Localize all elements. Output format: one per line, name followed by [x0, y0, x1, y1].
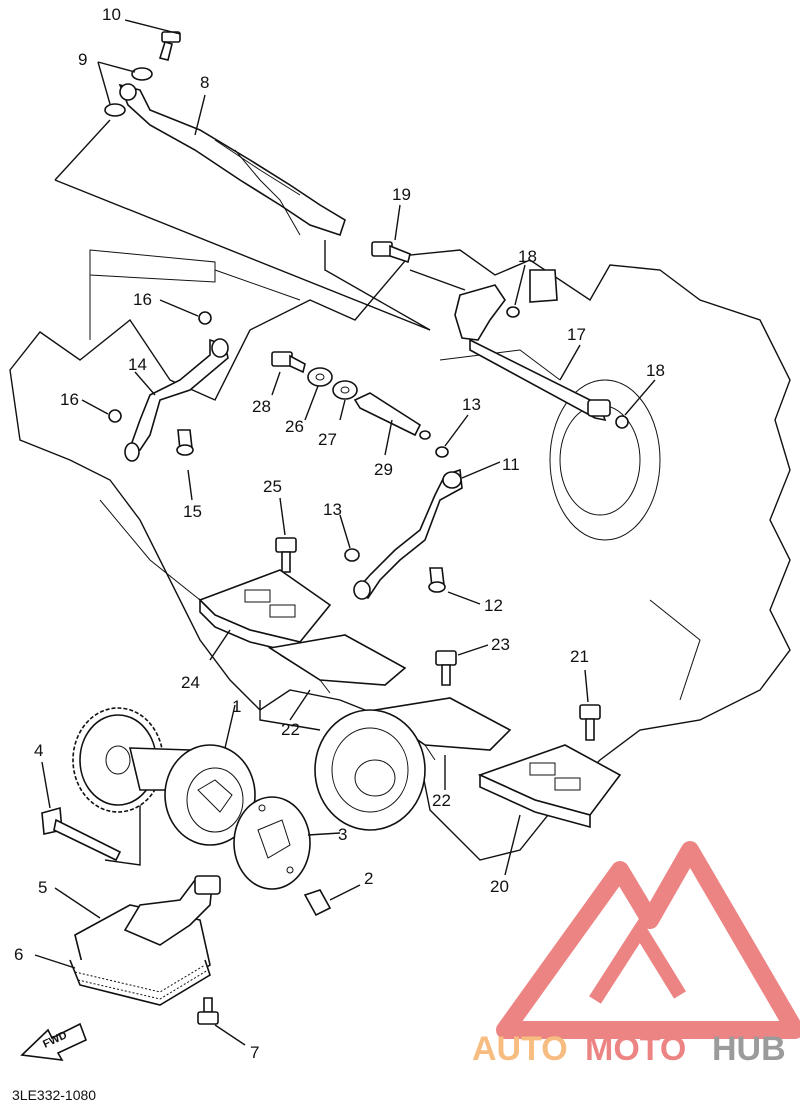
callout-1: 1 [232, 697, 241, 716]
callout-19: 19 [392, 185, 411, 204]
part-1-oil-pump [72, 704, 256, 846]
callout-23: 23 [491, 635, 510, 654]
callout-14: 14 [128, 355, 147, 374]
callout-16b: 16 [60, 390, 79, 409]
part-26-washer [304, 367, 333, 421]
part-16-plugs [81, 299, 212, 423]
part-4-bolt [41, 761, 122, 862]
watermark-moto: MOTO [585, 1030, 686, 1068]
callout-4: 4 [34, 741, 43, 760]
callout-15: 15 [183, 502, 202, 521]
callout-labels: 10 9 8 19 18 17 18 16 16 14 28 26 27 13 … [14, 5, 665, 1062]
callout-17: 17 [567, 325, 586, 344]
part-25-bolt [275, 497, 297, 573]
part-6-mesh [34, 954, 211, 1006]
callout-28: 28 [252, 397, 271, 416]
part-3-pump-cover [233, 796, 341, 890]
fwd-arrow-icon: FWD [20, 1022, 88, 1061]
crankcase-outline [9, 249, 791, 861]
callout-22b: 22 [432, 791, 451, 810]
part-17-rod [454, 269, 611, 422]
part-19-bolt [371, 204, 411, 264]
part-29-shaft [353, 392, 431, 456]
part-9-washers [97, 61, 153, 117]
callout-12: 12 [484, 596, 503, 615]
callout-10: 10 [102, 5, 121, 24]
part-23-bolt [435, 644, 489, 686]
part-18-orings [506, 264, 656, 429]
callout-3: 3 [338, 825, 347, 844]
watermark-logo: AUTO MOTO HUB [472, 841, 800, 1068]
diagram-code: 3LE332-1080 [12, 1087, 96, 1103]
watermark-hub: HUB [712, 1030, 786, 1068]
part-7-bolt [197, 997, 246, 1046]
part-12-fitting [428, 567, 481, 605]
callout-5: 5 [38, 878, 47, 897]
callout-18a: 18 [518, 247, 537, 266]
callout-9: 9 [78, 50, 87, 69]
crank-pulley [314, 709, 426, 831]
part-11-hose [353, 461, 501, 600]
part-28-bolt [271, 351, 306, 396]
callout-8: 8 [200, 73, 209, 92]
callout-18b: 18 [646, 361, 665, 380]
leader-lines [54, 119, 466, 866]
callout-2: 2 [364, 869, 373, 888]
part-15-fitting [176, 429, 194, 501]
callout-26: 26 [285, 417, 304, 436]
callout-27: 27 [318, 430, 337, 449]
part-20-baffle [477, 744, 622, 876]
callout-11: 11 [502, 455, 520, 474]
callout-24: 24 [181, 673, 200, 692]
callout-25: 25 [263, 477, 282, 496]
callout-13b: 13 [323, 500, 342, 519]
callout-7: 7 [250, 1043, 259, 1062]
part-2-dowel [303, 884, 361, 917]
callout-29: 29 [374, 460, 393, 479]
callout-16a: 16 [133, 290, 152, 309]
part-22-plate-a [267, 634, 407, 721]
watermark-auto: AUTO [472, 1030, 568, 1068]
callout-22a: 22 [281, 720, 300, 739]
callout-6: 6 [14, 945, 23, 964]
part-14-hose [124, 338, 229, 462]
part-8-oil-pipe [118, 83, 346, 237]
part-27-washer [332, 380, 358, 421]
callout-21: 21 [570, 647, 589, 666]
callout-20: 20 [490, 877, 509, 896]
callout-13a: 13 [462, 395, 481, 414]
part-10-bolt [124, 19, 181, 61]
part-21-bolt [579, 669, 601, 741]
part-13-orings [339, 414, 469, 562]
